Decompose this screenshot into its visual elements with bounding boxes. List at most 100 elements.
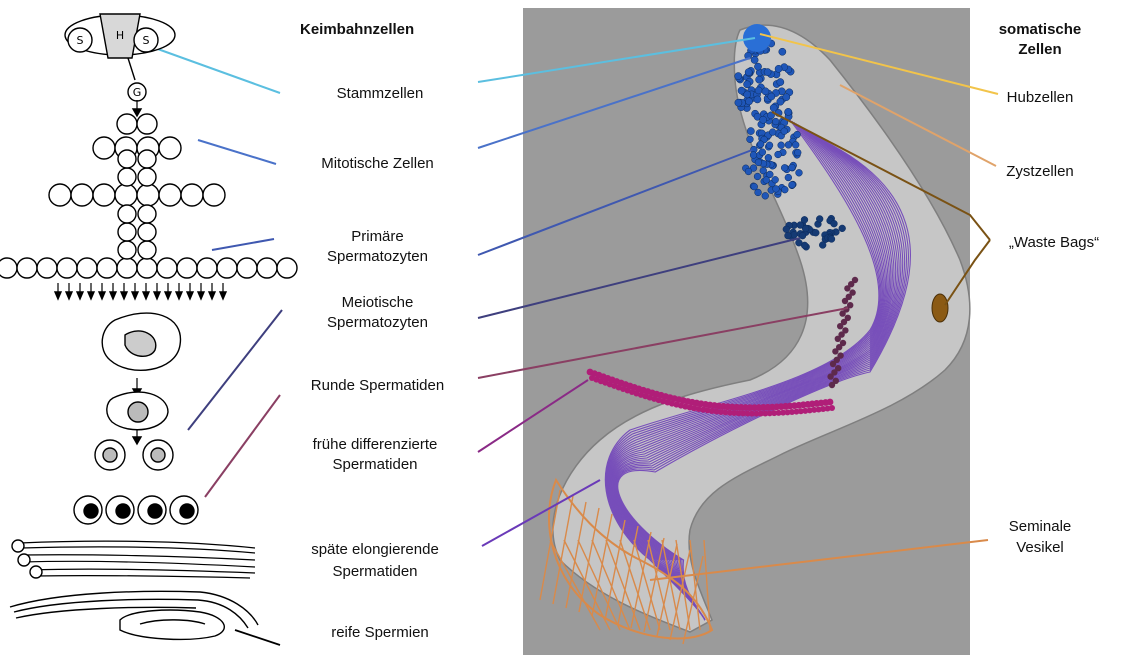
mitotic-cyst-cell	[138, 168, 156, 186]
mitotic-cell	[750, 152, 757, 159]
mitotic-cyst-cell	[118, 223, 136, 241]
glyph-side-left: S	[77, 34, 84, 47]
mitotic-cyst-cell	[237, 258, 257, 278]
lineage-arrowhead	[220, 292, 226, 299]
mitotic-cyst-cell	[49, 184, 71, 206]
mitotic-cell	[775, 65, 782, 72]
meiotic-spermatocyte	[829, 382, 835, 388]
heading-somatic-2: Zellen	[995, 40, 1085, 60]
mitotic-cyst-cell	[181, 184, 203, 206]
leader-mitotische-left	[198, 140, 276, 164]
mitotic-cell	[794, 131, 801, 138]
lineage-arrowhead	[143, 292, 149, 299]
round-spermatid-nucleus	[84, 504, 98, 518]
heading-germline: Keimbahnzellen	[300, 20, 414, 40]
germline-lineage-schematic: HSSG	[0, 14, 297, 645]
mitotic-cell	[757, 141, 764, 148]
lineage-arrowhead	[165, 292, 171, 299]
mitotic-cell	[760, 116, 767, 123]
mitotic-cell	[756, 76, 763, 83]
lineage-arrowhead	[99, 292, 105, 299]
mitotic-cell	[745, 168, 752, 175]
mitotic-cell	[735, 99, 742, 106]
glyph-side-right: S	[143, 34, 150, 47]
mitotic-cell	[764, 69, 771, 76]
mitotic-cyst-cell	[157, 258, 177, 278]
meiotic-spermatocyte	[844, 285, 850, 291]
mitotic-cell	[796, 169, 803, 176]
mitotic-cyst-cell	[138, 241, 156, 259]
primary-spermatocyte	[812, 229, 819, 236]
leader-primaere-left	[212, 239, 274, 250]
mitotic-cyst-cell	[118, 150, 136, 168]
mitotic-cyst-cell	[93, 137, 115, 159]
mitotic-cell	[745, 69, 752, 76]
meiotic-spermatocyte	[827, 373, 833, 379]
mitotic-cyst-cell	[93, 184, 115, 206]
lineage-arrowhead	[132, 292, 138, 299]
mitotic-cyst-cell	[97, 258, 117, 278]
mitotic-cell	[781, 128, 788, 135]
label-stammzellen: Stammzellen	[295, 84, 465, 104]
leader-runde-left	[205, 395, 280, 497]
lineage-arrowhead	[55, 292, 61, 299]
lineage-arrowhead	[66, 292, 72, 299]
label-reife: reife Spermien	[295, 623, 465, 643]
lineage-arrow-1	[128, 58, 135, 80]
round-spermatid	[827, 399, 834, 406]
label-primaere-2: Spermatozyten	[290, 247, 465, 267]
primary-spermatocyte	[819, 242, 826, 249]
glyph-stem: H	[116, 29, 124, 42]
label-meiotische-1: Meiotische	[290, 293, 465, 313]
mitotic-cell	[744, 81, 751, 88]
mitotic-cell	[777, 98, 784, 105]
meiosis-1-nucleus	[128, 402, 148, 422]
mitotic-cyst-cell	[37, 258, 57, 278]
primary-spermatocyte	[797, 222, 804, 229]
primary-spermatocyte	[839, 225, 846, 232]
mitotic-cell	[789, 181, 796, 188]
mitotic-cyst-cell	[17, 258, 37, 278]
mitotic-cell	[781, 164, 788, 171]
primary-spermatocyte	[795, 239, 802, 246]
mitotic-cell	[792, 141, 799, 148]
mitotic-cyst-cell	[159, 184, 181, 206]
lineage-arrowhead	[88, 292, 94, 299]
label-runde: Runde Spermatiden	[290, 376, 465, 396]
mitotic-cell	[754, 96, 761, 103]
mitotic-cyst-cell	[159, 137, 181, 159]
label-fruehe-2: Spermatiden	[285, 455, 465, 475]
elongating-spermatids-schematic	[12, 540, 255, 578]
round-spermatid-nucleus	[148, 504, 162, 518]
mitotic-cell	[747, 127, 754, 134]
mitotic-cyst-cell	[137, 184, 159, 206]
label-meiotische-2: Spermatozyten	[290, 313, 465, 333]
meiotic-spermatocyte	[839, 310, 845, 316]
primary-spermatocyte	[785, 232, 792, 239]
hub-cells	[743, 24, 771, 52]
mitotic-cell	[775, 151, 782, 158]
mitotic-cyst-cell	[138, 223, 156, 241]
mitotic-cell	[777, 78, 784, 85]
mitotic-cell	[785, 174, 792, 181]
mitotic-cell	[755, 189, 762, 196]
mitotic-cyst-cell	[115, 184, 137, 206]
lineage-arrowhead	[121, 292, 127, 299]
primary-spermatocyte	[828, 236, 835, 243]
mitotic-cell	[754, 63, 761, 70]
mitotic-cyst-cell	[137, 258, 157, 278]
round-spermatid-nucleus	[180, 504, 194, 518]
mitotic-cell	[754, 173, 761, 180]
round-spermatid	[829, 405, 835, 411]
mitotic-cell	[755, 159, 762, 166]
mitotic-cyst-cell	[117, 258, 137, 278]
mitotic-cell	[778, 142, 785, 149]
mitotic-cyst-cell	[257, 258, 277, 278]
round-spermatid-nucleus	[116, 504, 130, 518]
mature-sperm-schematic	[10, 591, 280, 645]
meiotic-spermatocyte	[835, 336, 841, 342]
mitotic-cell	[751, 56, 758, 63]
mitotic-cell	[779, 48, 786, 55]
mitotic-cell	[788, 164, 795, 171]
primary-spermatocyte	[783, 226, 790, 233]
